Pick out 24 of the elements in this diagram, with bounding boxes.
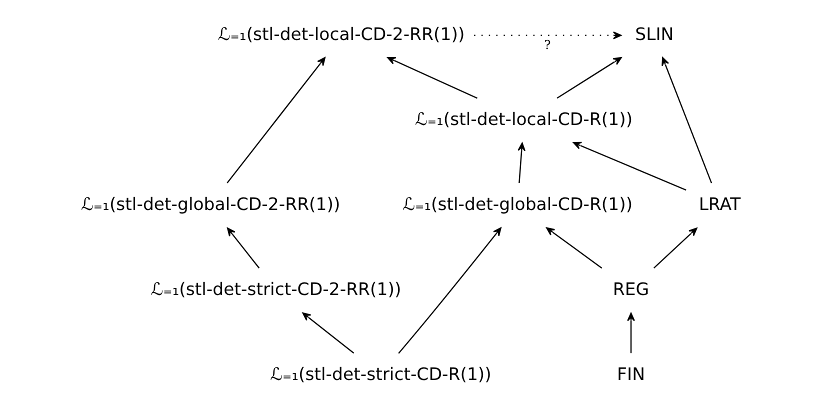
arrow: [626, 312, 634, 354]
arrow: [652, 228, 697, 269]
node-text: ℒ₌₁(stl-det-strict-CD-R(1)): [270, 365, 491, 386]
node-text: LRAT: [698, 195, 740, 216]
arrow: [474, 31, 621, 40]
arrow: [546, 227, 602, 269]
arrow: [302, 312, 354, 354]
node-text: ℒ₌₁(stl-det-global-CD-2-RR(1)): [80, 195, 340, 216]
arrow: [226, 228, 260, 268]
arrow: [517, 142, 526, 184]
node-text: ℒ₌₁(stl-det-strict-CD-2-RR(1)): [150, 280, 401, 300]
edge-label: ?: [544, 38, 550, 52]
arrow: [386, 57, 477, 99]
arrow: [226, 57, 325, 184]
node-text: REG: [612, 280, 649, 300]
arrow: [572, 142, 686, 191]
arrow: [398, 227, 501, 354]
node-text: ℒ₌₁(stl-det-local-CD-2-RR(1)): [217, 24, 464, 45]
node-text: FIN: [616, 365, 644, 386]
node-text: ℒ₌₁(stl-det-local-CD-R(1)): [414, 110, 632, 130]
node-text: ℒ₌₁(stl-det-global-CD-R(1)): [402, 195, 632, 216]
arrow: [556, 57, 622, 99]
node-text: SLIN: [634, 24, 674, 45]
arrow: [661, 57, 712, 184]
